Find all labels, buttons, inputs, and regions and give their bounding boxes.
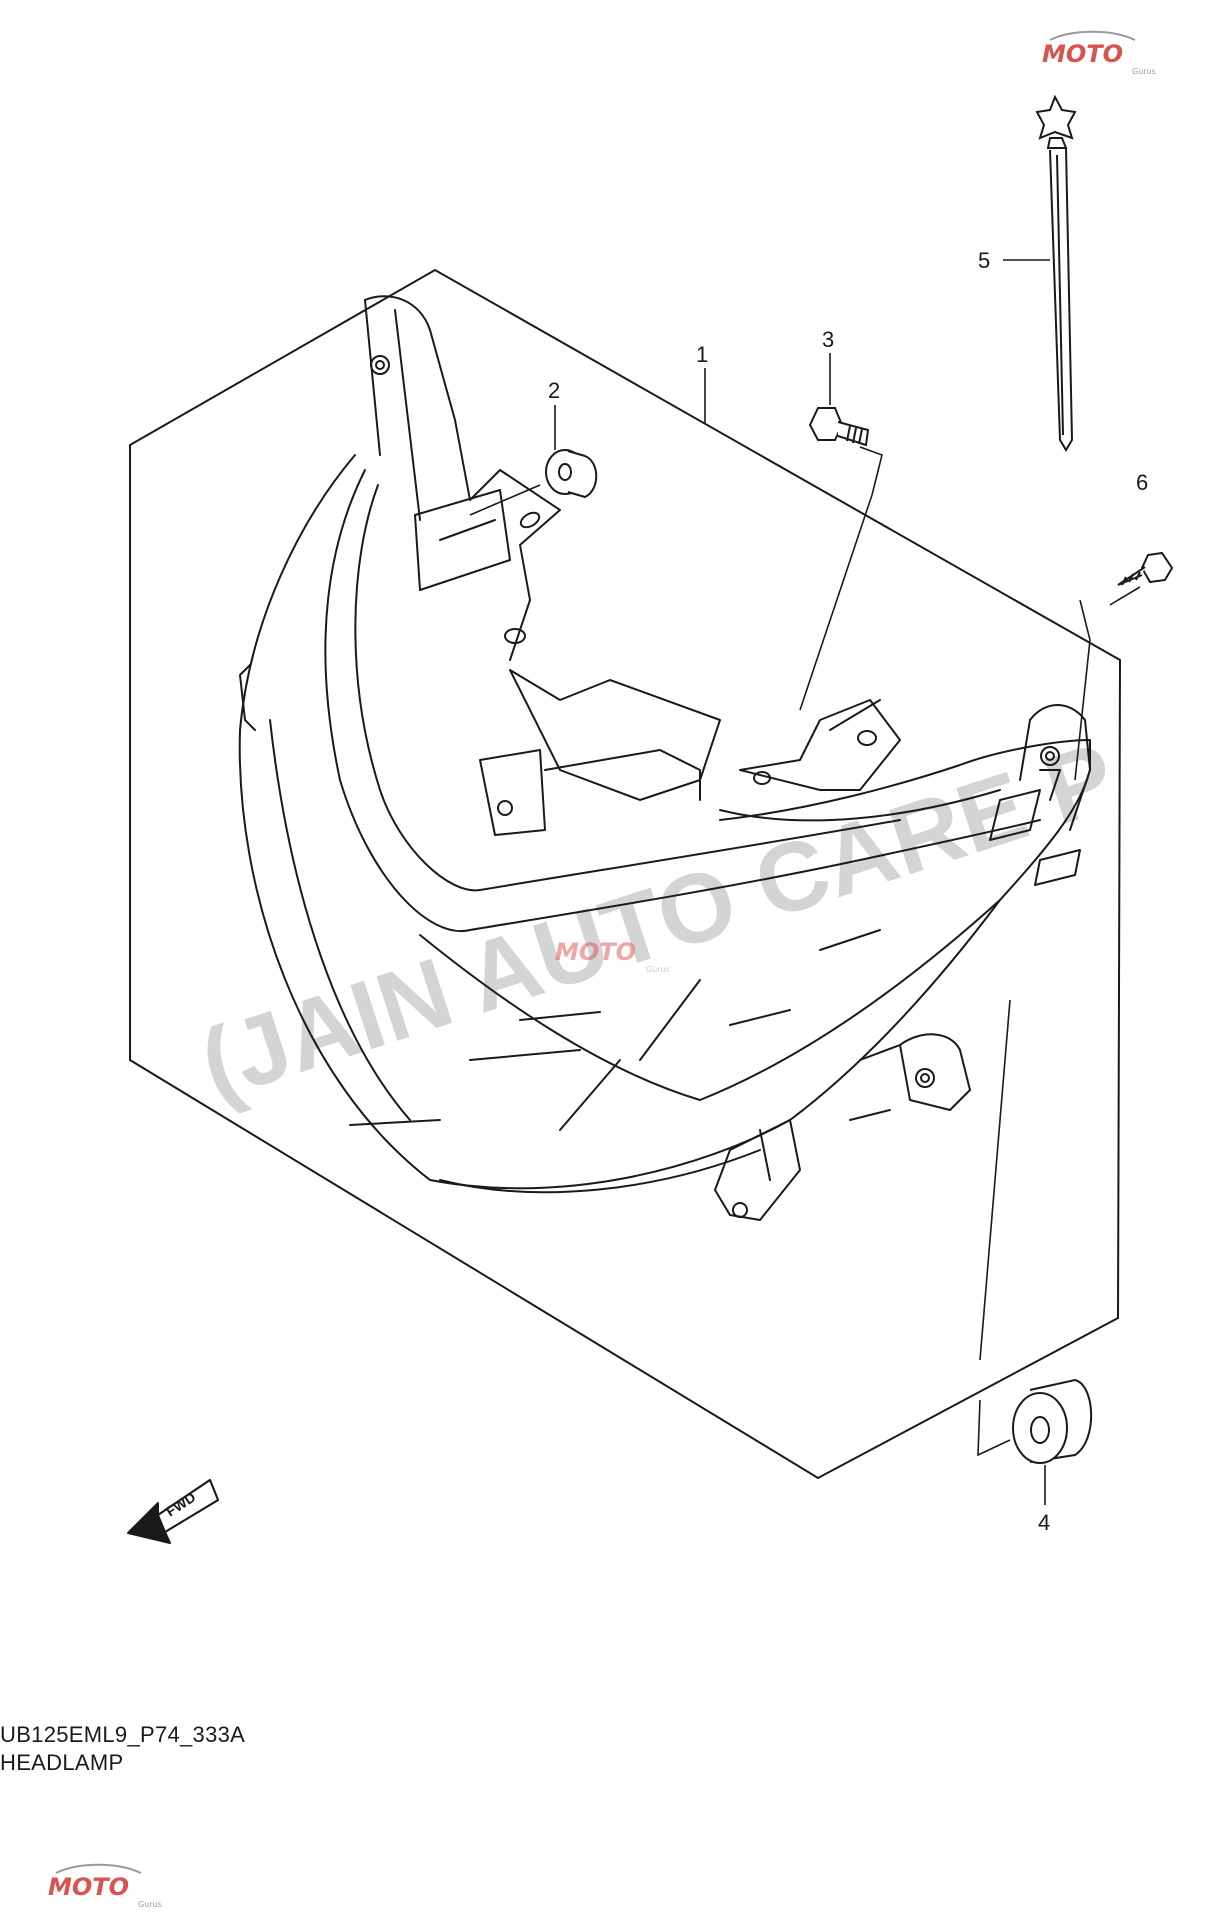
brand-logo-center: MOTO Gurus	[555, 938, 670, 974]
watermark-text: (JAIN AUTO CARE P	[187, 721, 1127, 1120]
cable-tie-part	[1035, 94, 1077, 452]
logo-subtext-bottom: Gurus	[138, 1900, 162, 1909]
leader-lines	[469, 259, 1141, 1505]
headlamp-body	[238, 295, 1091, 1221]
drawing-title: HEADLAMP	[0, 1750, 124, 1775]
bolt-part	[808, 407, 870, 447]
fwd-arrow-icon: FWD	[127, 1479, 219, 1544]
assembly-outline	[129, 268, 1122, 1480]
cushion-part	[1012, 1378, 1093, 1464]
screw-part	[1117, 551, 1174, 586]
callout-6: 6	[1136, 470, 1148, 495]
brand-logo-bottom: MOTO Gurus	[48, 1863, 162, 1909]
logo-text-center: MOTO	[555, 938, 636, 966]
logo-text-top: MOTO	[1042, 40, 1123, 68]
logo-subtext-center: Gurus	[646, 965, 670, 974]
logo-text-bottom: MOTO	[48, 1873, 129, 1901]
logo-subtext-top: Gurus	[1132, 67, 1156, 76]
callout-labels: 1 2 3 4 5 6	[548, 248, 1148, 1535]
drawing-code: UB125EML9_P74_333A	[0, 1722, 246, 1747]
callout-4: 4	[1038, 1510, 1050, 1535]
callout-3: 3	[822, 327, 834, 352]
watermark: (JAIN AUTO CARE P	[187, 721, 1127, 1120]
callout-1: 1	[696, 342, 708, 367]
brand-logo-top: MOTO Gurus	[1042, 30, 1156, 76]
callout-2: 2	[548, 378, 560, 403]
callout-5: 5	[978, 248, 990, 273]
grommet-part	[545, 449, 598, 499]
